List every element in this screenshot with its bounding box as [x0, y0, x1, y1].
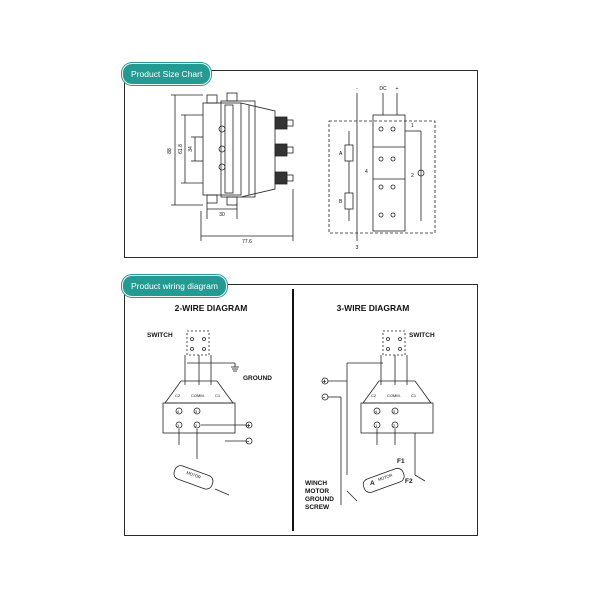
ground-screw-line2: MOTOR	[305, 488, 329, 495]
schematic-term-4: 4	[365, 169, 368, 175]
three-wire-plus: +	[323, 379, 327, 386]
two-wire-t2: 2	[195, 423, 198, 428]
solenoid-body-left	[202, 102, 242, 196]
wiring-panel: 2-WIRE DIAGRAM SWITCH GROUND	[124, 284, 478, 536]
dim-height-small-label: 34	[188, 146, 194, 152]
two-wire-ground-label: GROUND	[243, 375, 272, 382]
three-wire-connector	[362, 380, 432, 404]
schematic-term-3: 3	[356, 245, 359, 251]
two-wire-motor-label: MOTOR	[186, 470, 202, 480]
three-wire-t3: 3	[393, 409, 396, 414]
dim-width-label: 30	[219, 212, 225, 218]
three-wire-switch-box	[382, 330, 406, 356]
wiring-diagram-tag: Product wiring diagram	[122, 275, 227, 297]
three-wire-motor-label: MOTOR	[377, 472, 393, 482]
two-wire-t4: 4	[177, 409, 180, 414]
two-wire-t3: 3	[195, 409, 198, 414]
dim-height-outer-label: 88	[167, 148, 173, 154]
schematic-minus: -	[356, 86, 358, 92]
schematic-plus: +	[396, 86, 399, 92]
two-wire-motor	[173, 465, 214, 490]
size-chart-drawing: 30 77.6 88 61.8 34 - DC	[167, 86, 436, 251]
two-wire-solenoid	[162, 402, 236, 434]
dim-height-inner-label: 61.8	[178, 144, 184, 154]
coil-b	[344, 192, 354, 210]
ground-screw-line3: GROUND	[305, 496, 334, 503]
three-wire-comm: COMM.	[387, 393, 401, 398]
three-wire-minus: -	[323, 395, 325, 402]
two-wire-switch-label: SWITCH	[147, 332, 173, 339]
three-wire-motor	[362, 467, 405, 493]
schematic-dashed-frame	[328, 120, 436, 234]
schematic-dc: DC	[379, 86, 387, 92]
two-wire-t1: 1	[177, 423, 180, 428]
ground-screw-line4: SCREW	[305, 504, 330, 511]
three-wire-a: A	[370, 480, 375, 487]
two-wire-c2: C2	[175, 393, 181, 398]
coil-a	[344, 144, 354, 162]
three-wire-c1: C1	[411, 393, 417, 398]
two-wire-comm: COMM.	[191, 393, 205, 398]
size-chart-panel: 30 77.6 88 61.8 34 - DC	[124, 70, 478, 258]
ground-screw-line1: WINCH	[305, 480, 327, 487]
three-wire-t4: 4	[375, 409, 378, 414]
two-wire-minus: -	[247, 439, 249, 446]
three-wire-t1: 1	[375, 423, 378, 428]
wiring-drawing: 2-WIRE DIAGRAM SWITCH GROUND	[147, 289, 435, 531]
two-wire-c1: C1	[215, 393, 221, 398]
three-wire-f2: F2	[405, 478, 413, 485]
solenoid-body-right	[220, 100, 256, 198]
three-wire-switch-label: SWITCH	[409, 332, 435, 339]
two-wire-plus: +	[247, 423, 251, 430]
two-wire-switch-box	[186, 330, 210, 356]
two-wire-title: 2-WIRE DIAGRAM	[175, 303, 248, 313]
dim-length-label: 77.6	[242, 239, 252, 245]
schematic-term-2: 2	[411, 173, 414, 179]
three-wire-solenoid	[360, 402, 434, 434]
size-chart-tag: Product Size Chart	[122, 63, 212, 85]
schematic-label-a: A	[339, 151, 343, 157]
schematic-label-b: B	[339, 199, 343, 205]
three-wire-title: 3-WIRE DIAGRAM	[337, 303, 410, 313]
schematic-term-1: 1	[411, 123, 414, 129]
three-wire-t2: 2	[393, 423, 396, 428]
three-wire-c2: C2	[371, 393, 377, 398]
three-wire-f1: F1	[397, 458, 405, 465]
